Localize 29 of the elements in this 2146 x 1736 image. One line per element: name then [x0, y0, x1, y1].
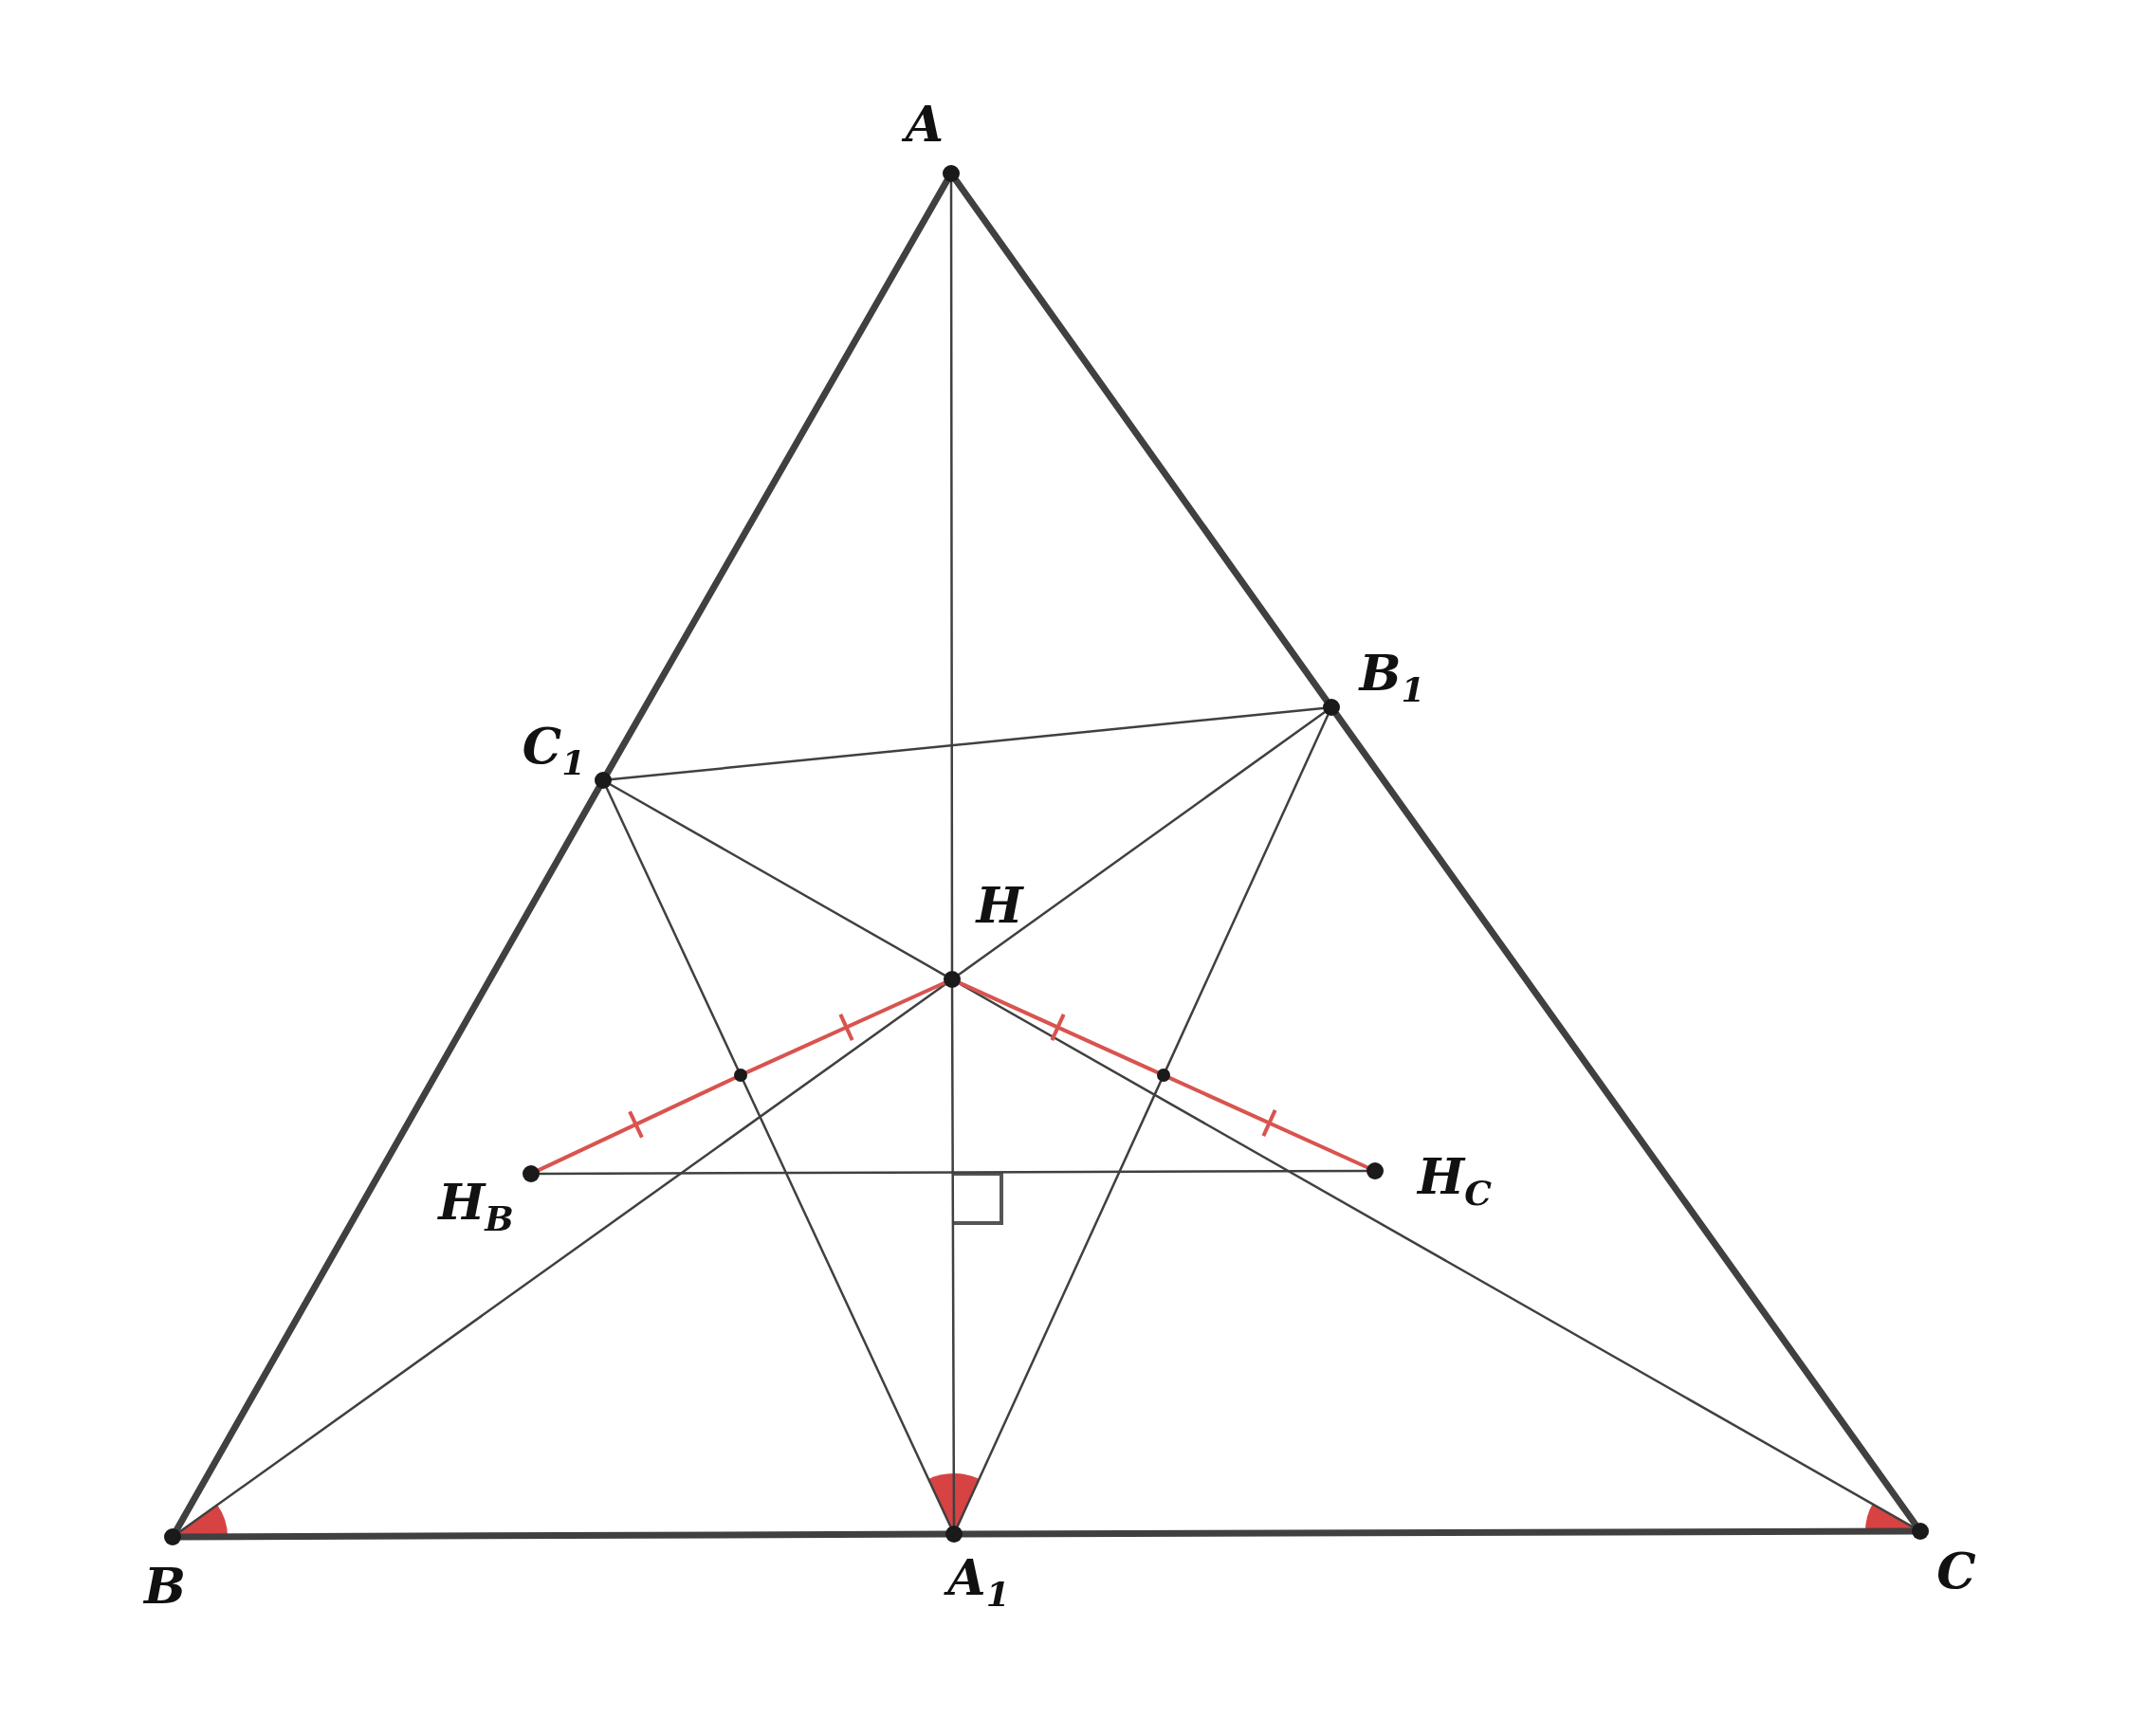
- point-label: H$_{C}$: [1418, 1151, 1492, 1210]
- equal-segment: [537, 1076, 737, 1173]
- point-dot: [734, 1069, 747, 1082]
- line-segment: [949, 180, 954, 973]
- line-segment: [610, 706, 1325, 781]
- line-segment: [1165, 713, 1330, 1070]
- equal-segment: [958, 980, 1160, 1075]
- equal-segment: [1167, 1075, 1369, 1170]
- point-label: C: [1936, 1546, 1976, 1596]
- line-segment: [173, 784, 603, 1533]
- line-segment: [609, 783, 946, 977]
- point-label: B: [144, 1562, 186, 1611]
- line-segment: [950, 986, 956, 1527]
- line-segment: [952, 176, 1330, 704]
- equal-segment: [744, 980, 946, 1075]
- line-segment: [1332, 710, 1919, 1528]
- line-segment: [178, 983, 946, 1533]
- point-label: B$_{1}$: [1359, 648, 1425, 706]
- point-dot: [1157, 1069, 1170, 1082]
- line-segment: [956, 1080, 1163, 1528]
- line-segment: [958, 711, 1326, 976]
- point-label: H: [976, 881, 1023, 930]
- line-segment: [742, 1080, 952, 1528]
- line-segment: [604, 177, 950, 777]
- line-segment: [958, 982, 1915, 1528]
- line-segment: [605, 786, 740, 1070]
- line-segment: [538, 1169, 1368, 1176]
- point-label: H$_{B}$: [438, 1177, 514, 1235]
- point-label: C$_{1}$: [522, 721, 586, 779]
